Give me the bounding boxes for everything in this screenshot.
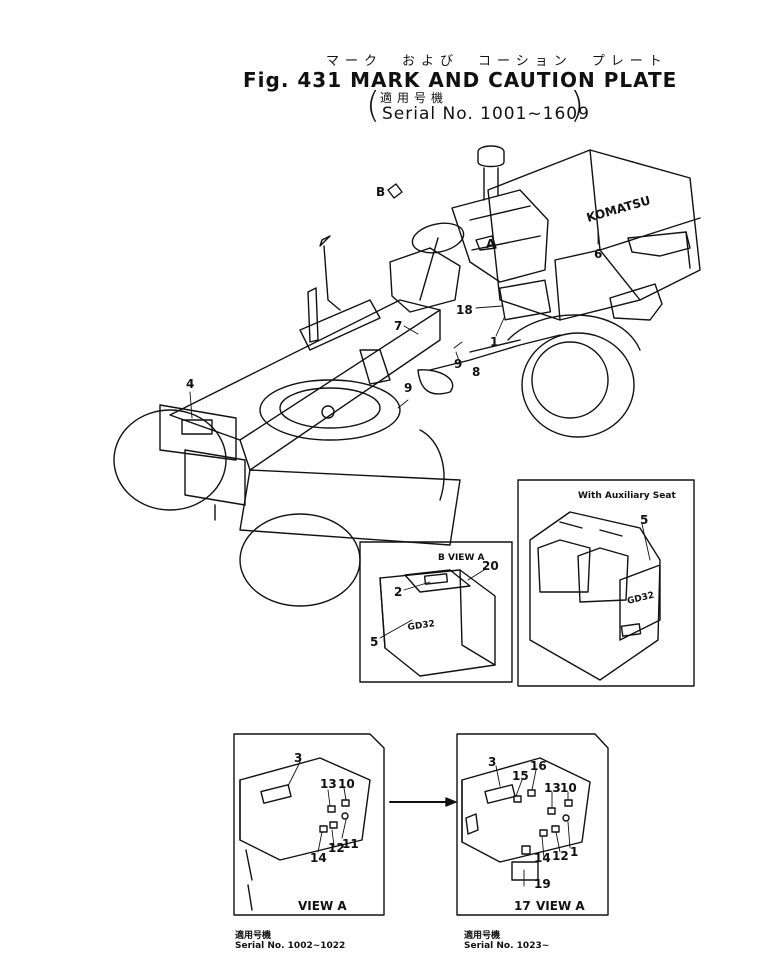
view-a-label-left: VIEW A: [298, 899, 347, 913]
callout-10-left: 10: [338, 777, 355, 791]
callout-9a: 9: [454, 357, 462, 371]
callout-b: B: [376, 185, 385, 199]
model-badge-aux: GD32: [626, 591, 655, 607]
callout-16-right: 16: [530, 759, 547, 773]
callout-19-right: 19: [534, 877, 551, 891]
aux-seat-label: With Auxiliary Seat: [578, 491, 676, 501]
title-kanji: 適用号機: [380, 91, 449, 105]
leader-lines: [189, 231, 651, 887]
figure-title: Fig. 431 MARK AND CAUTION PLATE: [243, 68, 678, 92]
callout-1-right: 1: [570, 845, 578, 859]
callout-7: 7: [394, 319, 402, 333]
callout-1: 1: [490, 335, 498, 349]
title-serial: Serial No. 1001~1609: [382, 104, 590, 124]
callout-13-right: 13: [544, 781, 561, 795]
callout-2: 2: [394, 585, 402, 599]
caption-left-kanji: 適用号機: [235, 931, 272, 941]
inset-aux-seat: [517, 479, 695, 687]
callout-13-left: 13: [320, 777, 337, 791]
callout-11-left: 11: [342, 837, 359, 851]
callout-12-right: 12: [552, 849, 569, 863]
callout-5-inset-b: 5: [370, 635, 378, 649]
callout-12-left: 12: [328, 841, 345, 855]
view-a-label-right: VIEW A: [536, 899, 585, 913]
arrow-icon: [389, 797, 457, 807]
close-paren: ): [570, 85, 585, 126]
callout-3-right: 3: [488, 755, 496, 769]
callout-14-left: 14: [310, 851, 327, 865]
callout-20: 20: [482, 559, 499, 573]
panel-right-view: [456, 733, 609, 916]
open-paren: (: [366, 85, 381, 126]
callout-10-right: 10: [560, 781, 577, 795]
panel-left-view: [233, 733, 385, 916]
callout-17-right: 17: [514, 899, 531, 913]
callout-9b: 9: [404, 381, 412, 395]
callout-3-left: 3: [294, 751, 302, 765]
callout-15-right: 15: [512, 769, 529, 783]
inset-b-view-label: B VIEW A: [438, 553, 485, 563]
callout-4: 4: [186, 377, 194, 391]
callout-6: 6: [594, 247, 602, 261]
callout-5-aux: 5: [640, 513, 648, 527]
title-kana: マーク および コーション プレート: [326, 54, 668, 69]
model-badge-inset-b: GD32: [407, 619, 436, 633]
callout-18: 18: [456, 303, 473, 317]
callout-14-right: 14: [534, 851, 551, 865]
caption-right-kanji: 適用号機: [464, 931, 501, 941]
callout-8: 8: [472, 365, 480, 379]
caption-right-serial: Serial No. 1023~: [464, 941, 550, 951]
callout-a: A: [486, 237, 496, 251]
grader-main-view: [113, 145, 701, 607]
caption-left-serial: Serial No. 1002~1022: [235, 941, 346, 951]
